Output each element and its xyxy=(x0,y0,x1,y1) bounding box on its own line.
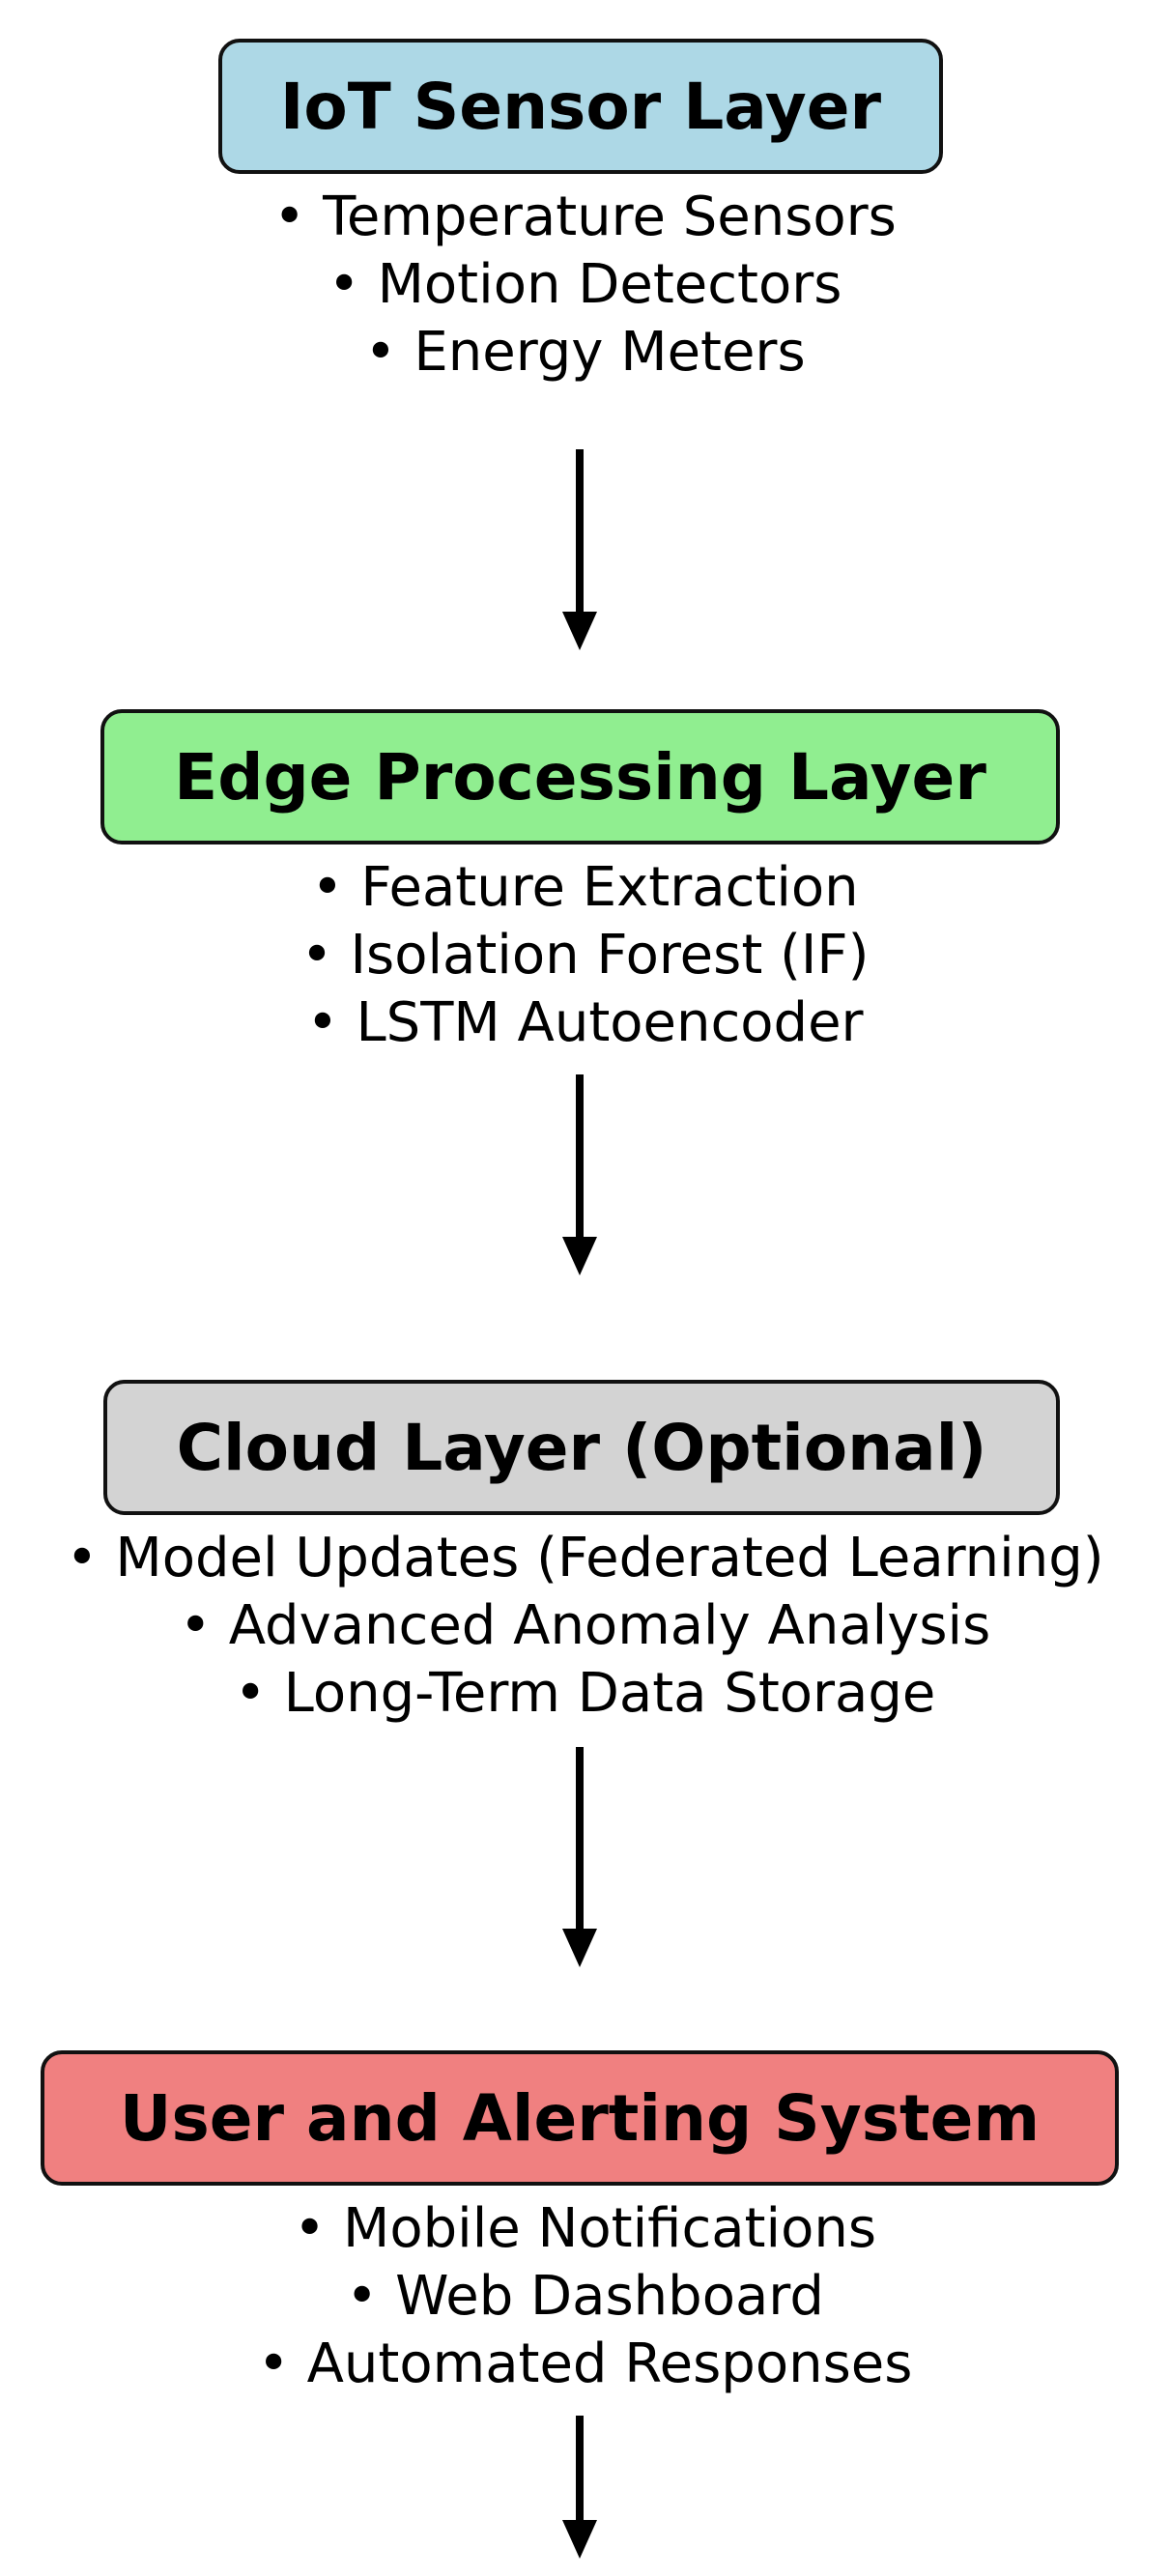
layer-box-iot-sensor: IoT Sensor Layer xyxy=(218,39,943,174)
bullet-item: •Temperature Sensors xyxy=(273,186,897,248)
bullet-item: •Advanced Anomaly Analysis xyxy=(179,1594,991,1657)
layer-title-iot-sensor: IoT Sensor Layer xyxy=(279,69,882,144)
bullet-item: •Isolation Forest (IF) xyxy=(300,924,870,987)
bullet-item: •Energy Meters xyxy=(364,321,806,384)
arrow-user-output xyxy=(562,2416,597,2559)
layer-box-user-alerting: User and Alerting System xyxy=(41,2050,1119,2186)
bullet-list-cloud: •Model Updates (Federated Learning) •Adv… xyxy=(0,1525,1170,1728)
bullet-list-iot-sensor: •Temperature Sensors •Motion Detectors •… xyxy=(0,184,1170,386)
layer-title-edge-processing: Edge Processing Layer xyxy=(174,739,986,815)
bullet-list-user-alerting: •Mobile Notifications •Web Dashboard •Au… xyxy=(0,2195,1170,2398)
bullet-item: •Feature Extraction xyxy=(311,856,859,919)
bullet-item: •Long-Term Data Storage xyxy=(234,1662,936,1725)
bullet-item: •Mobile Notifications xyxy=(293,2197,877,2260)
arrow-edge-to-cloud xyxy=(562,1074,597,1275)
layer-box-cloud: Cloud Layer (Optional) xyxy=(103,1380,1060,1515)
bullet-item: •Model Updates (Federated Learning) xyxy=(66,1527,1104,1589)
layer-title-cloud: Cloud Layer (Optional) xyxy=(176,1410,987,1485)
arrow-iot-to-edge xyxy=(562,449,597,650)
bullet-list-edge-processing: •Feature Extraction •Isolation Forest (I… xyxy=(0,854,1170,1057)
bullet-item: •LSTM Autoencoder xyxy=(306,991,864,1054)
layer-title-user-alerting: User and Alerting System xyxy=(119,2080,1041,2156)
layer-box-edge-processing: Edge Processing Layer xyxy=(100,709,1060,844)
bullet-item: •Motion Detectors xyxy=(328,253,842,316)
arrow-cloud-to-user xyxy=(562,1747,597,1967)
bullet-item: •Web Dashboard xyxy=(346,2265,824,2328)
bullet-item: •Automated Responses xyxy=(257,2333,913,2395)
